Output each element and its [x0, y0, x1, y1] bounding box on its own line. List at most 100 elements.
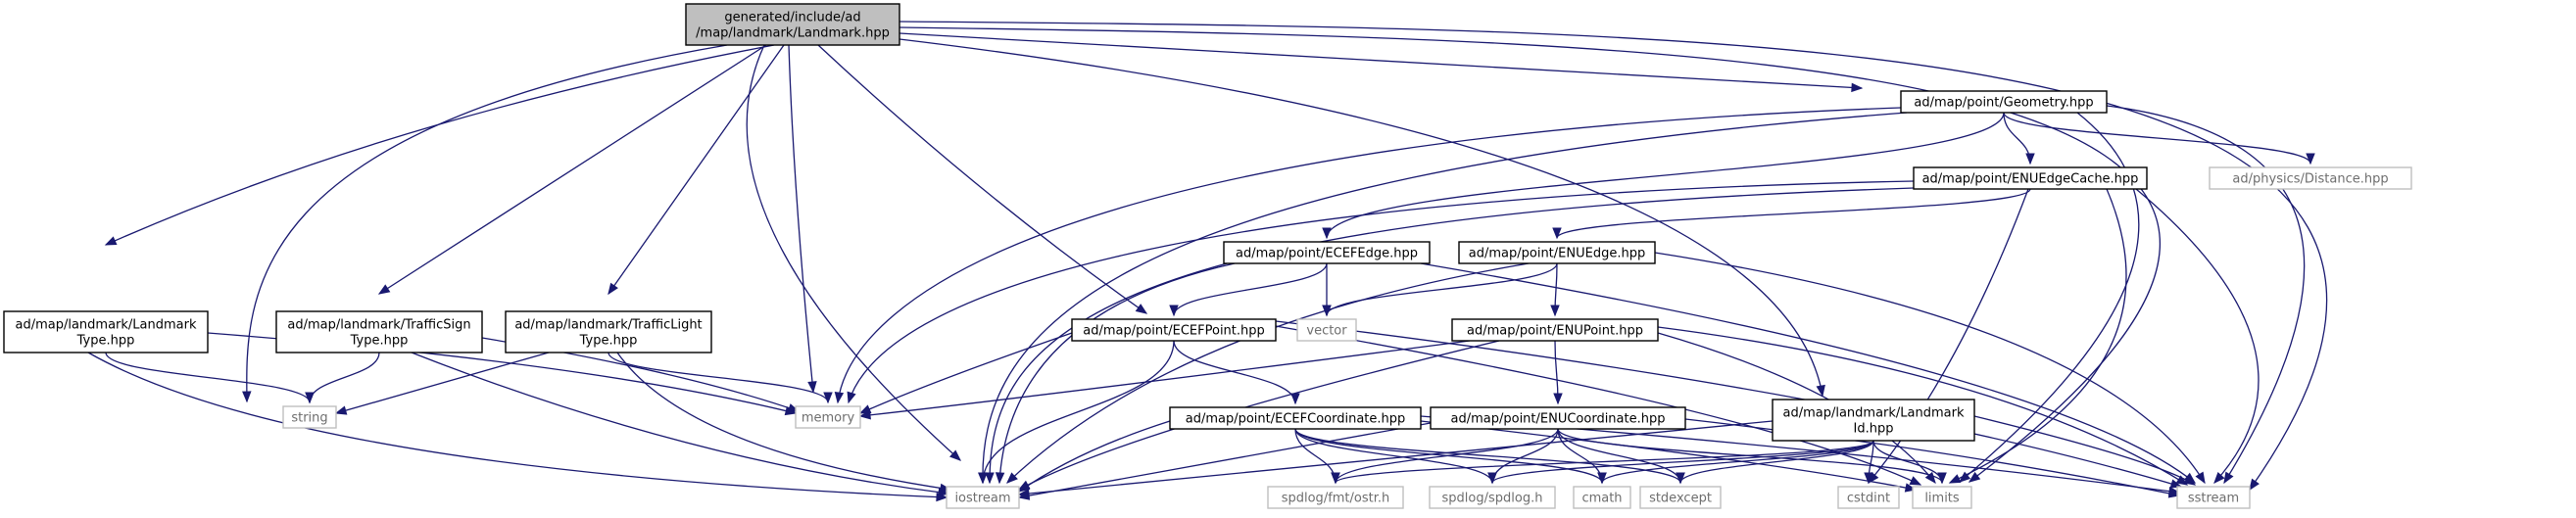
- edge-line: [848, 180, 1915, 403]
- edge-geometry-to-memory: [834, 107, 1902, 404]
- edge-landmarkid-to-cstdint: [1864, 440, 1874, 485]
- edge-line: [998, 262, 1236, 484]
- edge-trafficlighttype-to-memory: [608, 352, 833, 404]
- node-label: ad/map/point/ENUPoint.hpp: [1467, 324, 1643, 339]
- edge-arrowhead: [1017, 482, 1031, 493]
- edge-line: [608, 44, 785, 295]
- edge-line: [1684, 418, 2180, 496]
- node-sstream: sstream: [2176, 486, 2251, 509]
- node-label: ad/map/point/ENUEdgeCache.hpp: [1922, 172, 2139, 187]
- edge-line: [105, 352, 311, 403]
- node-ecefpoint[interactable]: ad/map/point/ECEFPoint.hpp: [1071, 318, 1277, 342]
- edge-line: [1679, 440, 1874, 484]
- edge-landmark-to-ecefpoint: [817, 44, 1148, 314]
- edge-landmark-to-trafficlighttype: [608, 44, 785, 296]
- node-label: ad/map/landmark/Landmark: [1782, 406, 1964, 421]
- node-enupoint[interactable]: ad/map/point/ENUPoint.hpp: [1451, 318, 1659, 342]
- edge-arrowhead: [847, 391, 856, 404]
- edge-line: [982, 340, 1175, 484]
- node-box: [505, 310, 712, 353]
- edge-enucoordinate-to-ostr: [1331, 428, 1559, 485]
- edge-arrowhead: [2195, 471, 2206, 485]
- edge-landmarktype-to-string: [105, 352, 315, 404]
- node-enuedgecache[interactable]: ad/map/point/ENUEdgeCache.hpp: [1913, 166, 2148, 190]
- edge-enuedge-to-enupoint: [1550, 262, 1560, 317]
- node-label: Type.hpp: [76, 334, 135, 349]
- node-spdlog: spdlog/spdlog.h: [1429, 486, 1556, 509]
- node-box: [2209, 166, 2412, 190]
- node-cstdint: cstdint: [1837, 486, 1900, 509]
- node-box: [1169, 406, 1422, 430]
- edge-line: [1335, 428, 1559, 484]
- edge-line: [1326, 262, 1558, 316]
- edge-line: [1173, 262, 1328, 316]
- edge-arrowhead: [995, 472, 1005, 485]
- edge-landmark-to-trafficsigntype: [377, 44, 767, 295]
- edge-arrowhead: [1331, 472, 1340, 485]
- edge-ecefpoint-to-sstream: [1275, 320, 2183, 489]
- edge-arrowhead: [1864, 472, 1873, 485]
- edge-line: [1601, 440, 1874, 484]
- edge-enucoordinate-to-limits: [1557, 428, 1947, 485]
- edge-trafficlighttype-to-string: [334, 352, 550, 415]
- edge-arrowhead: [1909, 476, 1922, 486]
- node-iostream: iostream: [946, 486, 1020, 509]
- edge-line: [982, 112, 1908, 484]
- node-landmark[interactable]: generated/include/ad/map/landmark/Landma…: [685, 3, 900, 46]
- edge-arrowhead: [2223, 471, 2234, 485]
- edge-line: [309, 352, 380, 403]
- node-box: [1912, 486, 1972, 509]
- edge-line: [1491, 440, 1874, 484]
- edge-arrowhead: [1968, 471, 1981, 483]
- edge-line: [837, 107, 1902, 403]
- edge-line: [1973, 415, 2196, 486]
- node-geometry[interactable]: ad/map/point/Geometry.hpp: [1900, 90, 2108, 114]
- node-box: [3, 310, 209, 353]
- edge-line: [1491, 428, 1559, 484]
- edge-line: [335, 352, 550, 414]
- edge-ecefpoint-to-ecefcoordinate: [1173, 340, 1300, 405]
- node-label: limits: [1924, 492, 1960, 506]
- node-box: [1772, 399, 1975, 442]
- edge-enuedgecache-to-iostream: [985, 187, 1915, 485]
- edge-landmark-to-iostream: [746, 44, 962, 461]
- node-enucoordinate[interactable]: ad/map/point/ENUCoordinate.hpp: [1430, 406, 1686, 430]
- node-label: vector: [1306, 324, 1347, 339]
- edge-line: [1006, 262, 1530, 484]
- node-label: cstdint: [1847, 492, 1890, 506]
- node-box: [1573, 486, 1631, 509]
- node-box: [1451, 318, 1659, 342]
- edge-line: [1654, 252, 2206, 484]
- edge-line: [899, 21, 2328, 491]
- node-ecefedge[interactable]: ad/map/point/ECEFEdge.hpp: [1223, 241, 1431, 264]
- node-label: sstream: [2188, 492, 2239, 506]
- edge-line: [989, 187, 1915, 484]
- edge-line: [1294, 428, 1681, 484]
- edge-arrowhead: [949, 449, 962, 461]
- edge-enuedge-to-sstream: [1654, 252, 2206, 485]
- node-box: [1900, 90, 2108, 114]
- node-label: ad/map/point/ECEFCoordinate.hpp: [1186, 412, 1406, 427]
- edge-enucoordinate-to-stdexcept: [1557, 428, 1685, 485]
- edge-line: [1557, 428, 1603, 484]
- edge-landmark-to-landmarkid: [899, 38, 1825, 398]
- node-enuedge[interactable]: ad/map/point/ENUEdge.hpp: [1458, 241, 1656, 264]
- node-label: ad/map/point/ECEFPoint.hpp: [1083, 324, 1265, 339]
- edge-geometry-to-distance: [2003, 112, 2315, 165]
- edge-arrowhead: [2213, 472, 2225, 484]
- edge-arrowhead: [823, 392, 833, 404]
- node-box: [685, 3, 900, 46]
- node-label: /map/landmark/Landmark.hpp: [696, 26, 890, 41]
- node-ecefcoordinate[interactable]: ad/map/point/ECEFCoordinate.hpp: [1169, 406, 1422, 430]
- edge-line: [1557, 428, 1681, 484]
- node-label: Id.hpp: [1854, 422, 1894, 437]
- node-box: [1223, 241, 1431, 264]
- node-label: ad/map/point/ECEFEdge.hpp: [1236, 247, 1418, 261]
- edge-line: [1868, 188, 2029, 484]
- edge-ecefcoordinate-to-spdlog: [1294, 428, 1497, 485]
- edge-arrowhead: [608, 282, 618, 296]
